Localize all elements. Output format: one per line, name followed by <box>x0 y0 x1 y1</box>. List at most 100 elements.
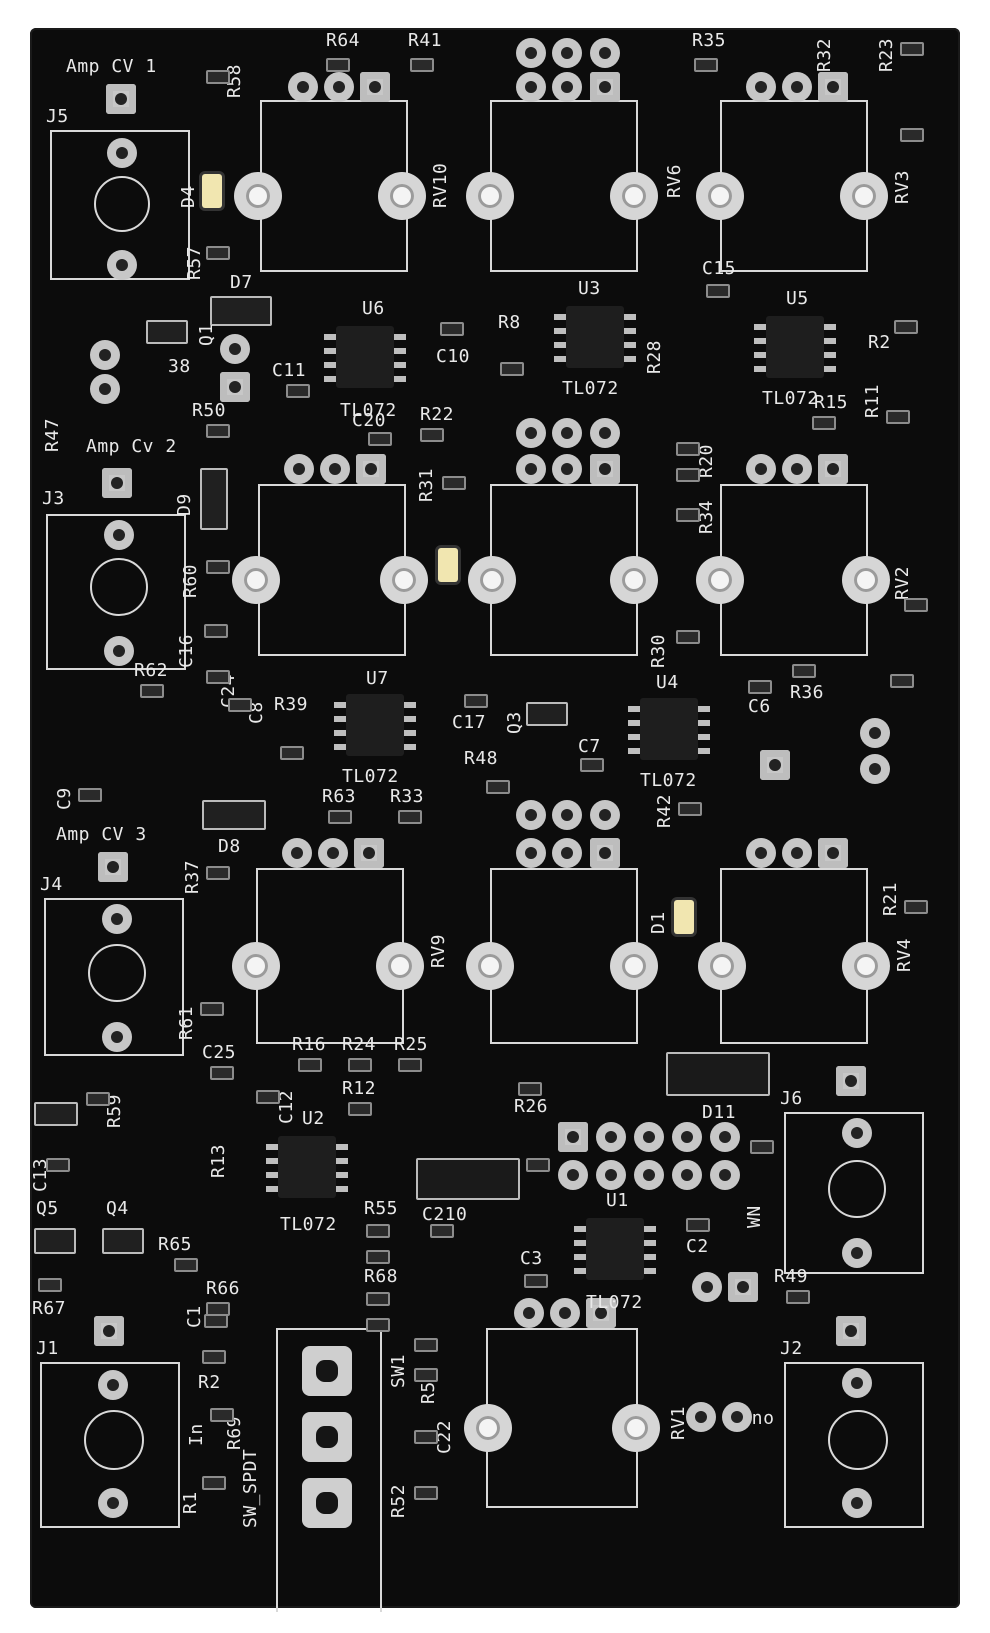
ic-pin <box>394 348 406 354</box>
ref-r34: R34 <box>696 499 717 534</box>
smd-r50 <box>206 424 230 438</box>
header-pad-1 <box>558 1122 588 1152</box>
rv1-mount-left <box>464 1404 512 1452</box>
rv10-pin-1 <box>288 72 318 102</box>
ic-pin <box>624 356 636 362</box>
j2-pad-1 <box>842 1368 872 1398</box>
ref-c12: C12 <box>276 1089 297 1124</box>
j6-pad-square <box>836 1066 866 1096</box>
smd-r64 <box>326 58 350 72</box>
ic-pin <box>394 376 406 382</box>
smd-c24 <box>206 670 230 684</box>
smd-r65 <box>174 1258 198 1272</box>
ic-pin <box>628 720 640 726</box>
ic-pin <box>624 314 636 320</box>
ref-r23: R23 <box>876 37 897 72</box>
ref-r15: R15 <box>814 392 849 413</box>
ic-pin <box>624 342 636 348</box>
smd-c12 <box>256 1090 280 1104</box>
ic-pin <box>824 324 836 330</box>
jack-j2-outline <box>784 1362 924 1528</box>
ref-c11: C11 <box>272 360 307 381</box>
smd-c2 <box>686 1218 710 1232</box>
smd-r54 <box>414 1368 438 1382</box>
jack-j2-hole <box>828 1410 888 1470</box>
smd-r19 <box>676 442 700 456</box>
switch-pad-2 <box>302 1412 352 1462</box>
smd-c16 <box>204 624 228 638</box>
j1-pad-square <box>94 1316 124 1346</box>
part-u7: TL072 <box>342 766 399 787</box>
smd-c210 <box>430 1224 454 1238</box>
ref-c3: C3 <box>520 1248 543 1269</box>
led-mid <box>438 548 458 582</box>
smd-r61 <box>200 1002 224 1016</box>
smd-r31 <box>442 476 466 490</box>
ic-pin <box>628 706 640 712</box>
ref-rv1: RV1 <box>668 1405 689 1440</box>
ic-pin <box>266 1158 278 1164</box>
rv10-pin-3 <box>360 72 390 102</box>
smd-r41 <box>410 58 434 72</box>
rv4-pin-3 <box>818 838 848 868</box>
ic-pin <box>698 720 710 726</box>
rv4-mount-right <box>842 942 890 990</box>
ic-pin <box>394 362 406 368</box>
header-pad-5 <box>710 1122 740 1152</box>
transistor-q1 <box>146 320 188 344</box>
j4-pad-square <box>98 852 128 882</box>
smd-c8 <box>228 698 252 712</box>
ic-u4 <box>628 698 710 760</box>
rv6-pin-a <box>516 38 546 68</box>
ref-r21: R21 <box>880 881 901 916</box>
smd-c11 <box>286 384 310 398</box>
ic-pin <box>698 734 710 740</box>
ic-pin <box>324 376 336 382</box>
smd-r39 <box>280 746 304 760</box>
smd-c1 <box>204 1314 228 1328</box>
ref-j2: J2 <box>780 1338 803 1359</box>
ref-j6: J6 <box>780 1088 803 1109</box>
j6-pad-1 <box>842 1118 872 1148</box>
row2-left-pin-2 <box>320 454 350 484</box>
wn-pad-1 <box>692 1272 722 1302</box>
j1-pad-1 <box>98 1370 128 1400</box>
ic-pin <box>754 338 766 344</box>
ref-rv4: RV4 <box>894 937 915 972</box>
ref-r2-top: R2 <box>868 332 891 353</box>
ref-d11: D11 <box>702 1102 737 1123</box>
rv9-pin-3 <box>354 838 384 868</box>
ref-c6: C6 <box>748 696 771 717</box>
row3-mid-pin-c <box>590 800 620 830</box>
tp-pad-1 <box>860 718 890 748</box>
ref-r30: R30 <box>648 633 669 668</box>
smd-r36 <box>792 664 816 678</box>
smd-r67 <box>38 1278 62 1292</box>
ref-u1: U1 <box>606 1190 629 1211</box>
smd-r21 <box>904 900 928 914</box>
ref-r68: R68 <box>364 1266 399 1287</box>
label-amp-cv-1: Amp CV 1 <box>66 56 157 77</box>
label-in: In <box>186 1423 207 1446</box>
ic-u6 <box>324 326 406 388</box>
ic-pin <box>698 748 710 754</box>
ref-q5: Q5 <box>36 1198 59 1219</box>
part-u4: TL072 <box>640 770 697 791</box>
ic-pin <box>334 702 346 708</box>
ic-pin <box>336 1144 348 1150</box>
q1-pad-2 <box>90 374 120 404</box>
jack-j5-hole <box>94 176 150 232</box>
wn-pad-2 <box>728 1272 758 1302</box>
smd-c7 <box>580 758 604 772</box>
rv6-pin-3 <box>590 72 620 102</box>
smd-r20 <box>676 468 700 482</box>
ic-pin <box>644 1268 656 1274</box>
ic-pin <box>334 716 346 722</box>
rv2-pin-1 <box>746 454 776 484</box>
diode-d8 <box>202 800 266 830</box>
ic-pin <box>698 706 710 712</box>
q1-pad-3 <box>220 334 250 364</box>
jack-j1-outline <box>40 1362 180 1528</box>
ref-r35: R35 <box>692 30 727 51</box>
header-pad-9 <box>672 1160 702 1190</box>
